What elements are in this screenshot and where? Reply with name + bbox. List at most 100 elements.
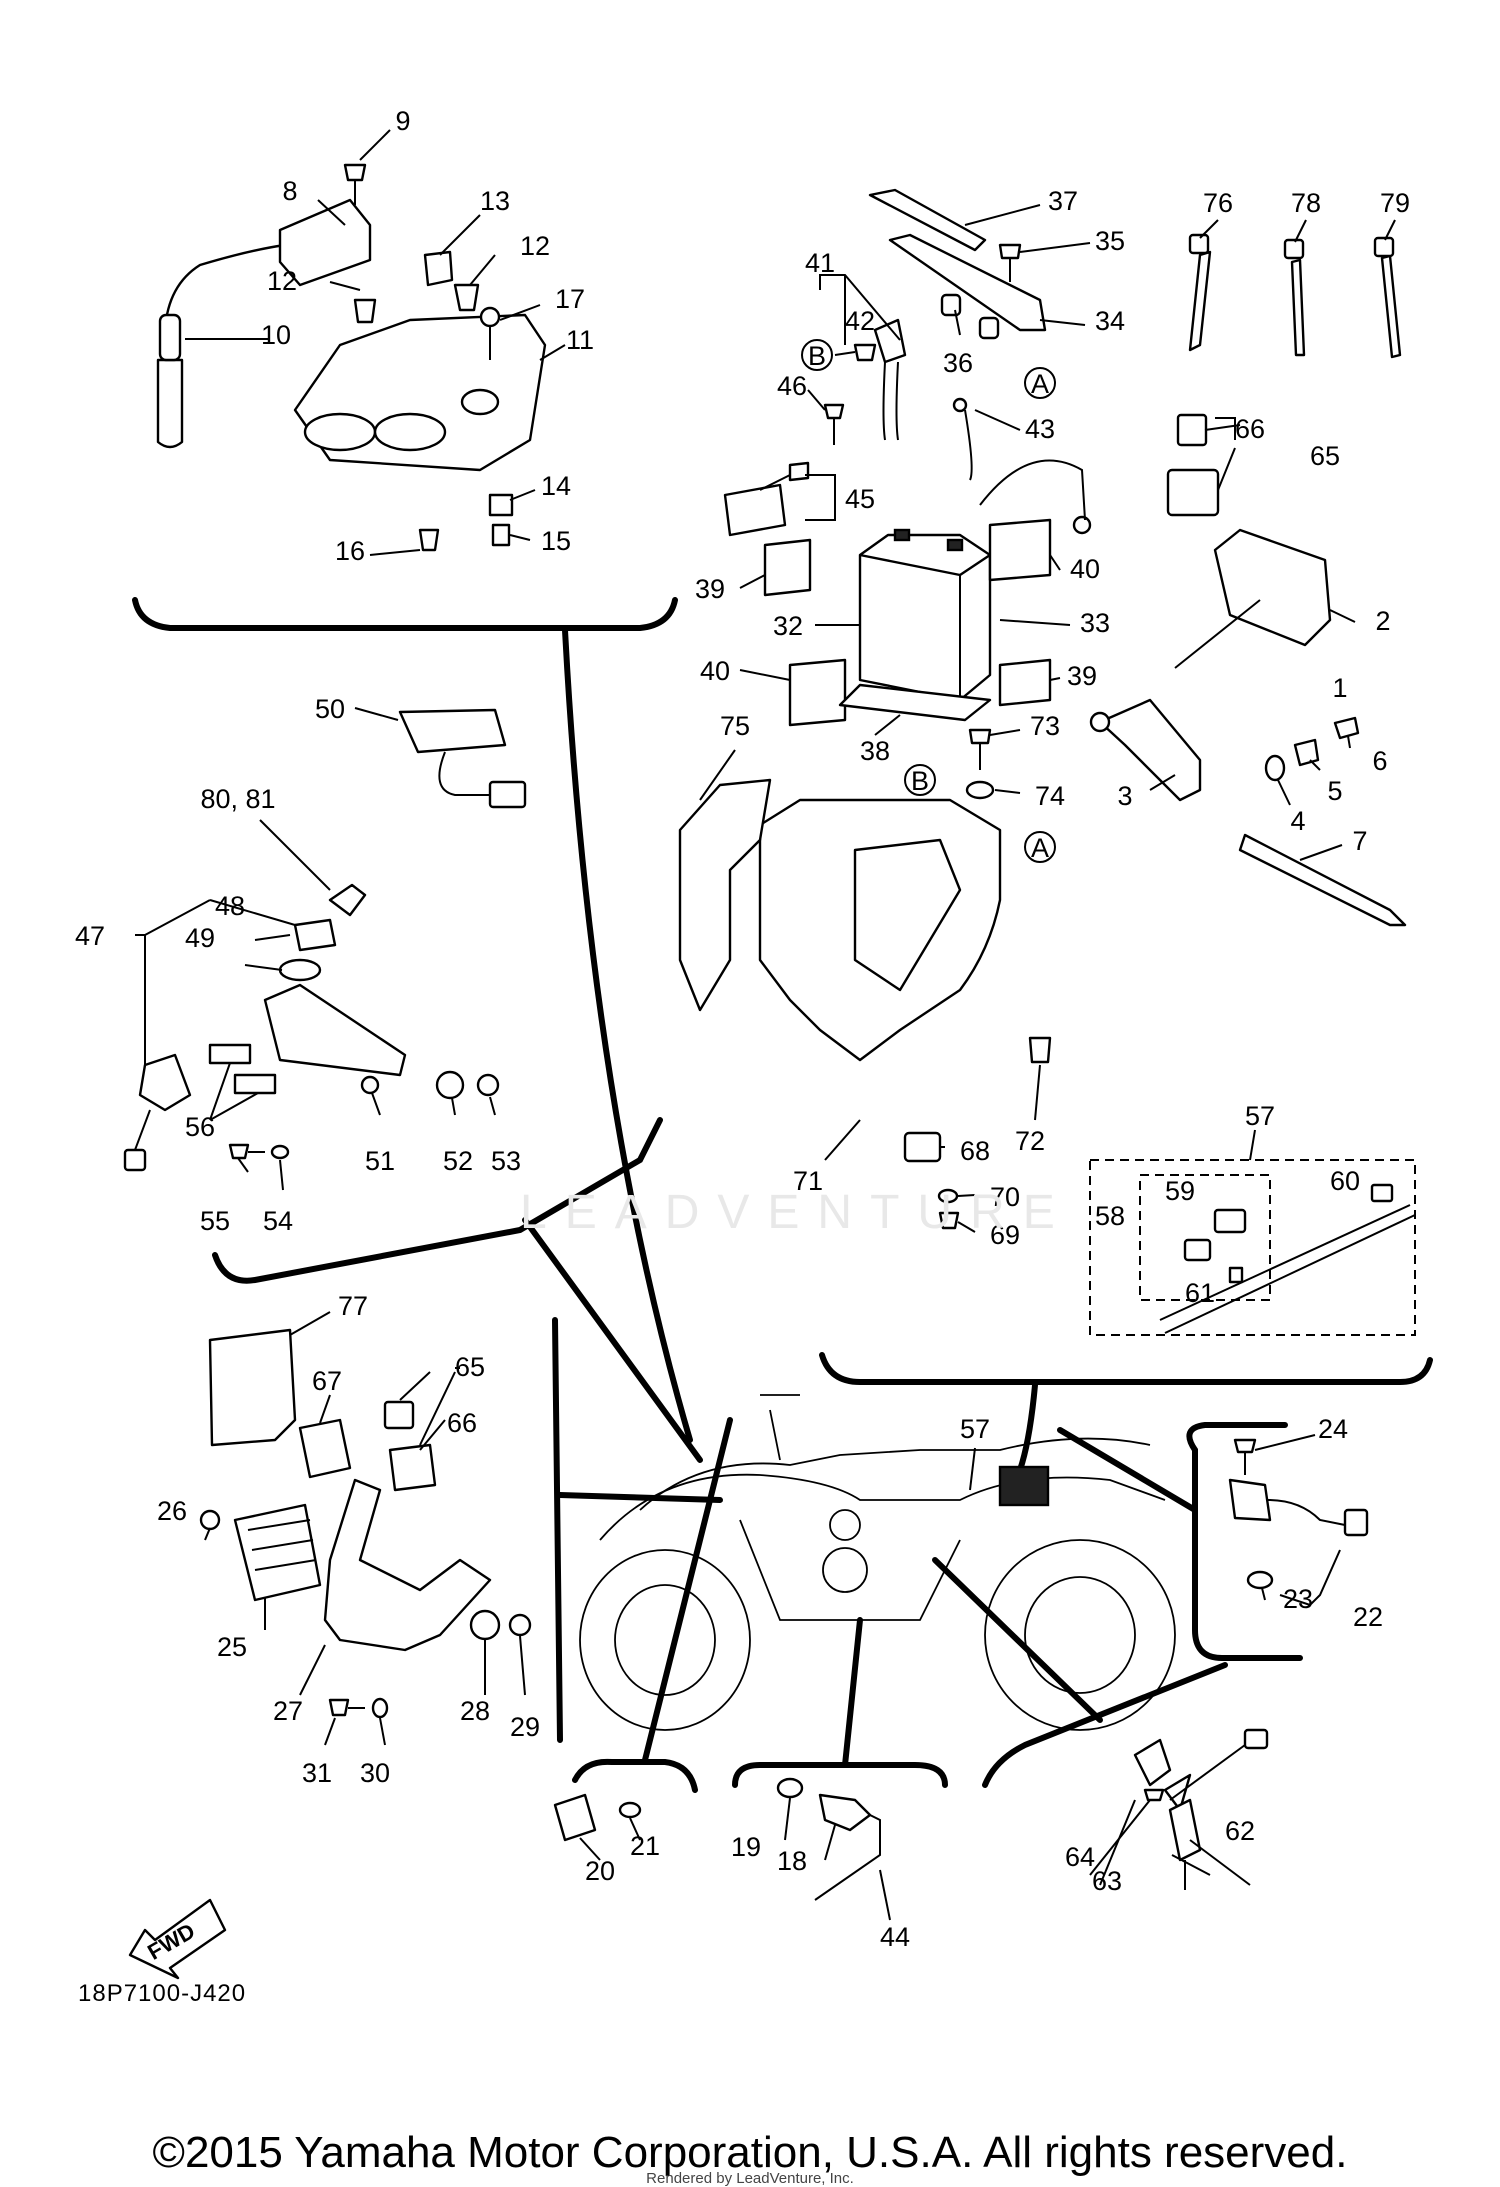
callout-76: 76 xyxy=(1203,188,1233,218)
callout-60: 60 xyxy=(1330,1166,1360,1196)
sensor-section-parts xyxy=(1228,1438,1369,1590)
callout-56: 56 xyxy=(185,1112,215,1142)
frame-switch-section xyxy=(212,1117,663,1284)
callout-30: 30 xyxy=(360,1758,390,1788)
cdi-unit-mark xyxy=(998,1465,1050,1507)
ref-marker-b-top xyxy=(801,339,833,371)
callout-65a: 65 xyxy=(1310,441,1340,471)
leader-battery-to-vehicle xyxy=(1017,1382,1038,1473)
battery-section-parts xyxy=(678,188,1407,1230)
callout-40a: 40 xyxy=(1070,554,1100,584)
callout-53: 53 xyxy=(491,1146,521,1176)
callout-17: 17 xyxy=(555,284,585,314)
callout-27: 27 xyxy=(273,1696,303,1726)
copyright-footer: ©2015 Yamaha Motor Corporation, U.S.A. A… xyxy=(152,2128,1348,2177)
callout-61: 61 xyxy=(1185,1278,1215,1308)
ref-marker-label-a2: A xyxy=(1031,833,1049,863)
callout-11: 11 xyxy=(566,325,594,355)
callout-3: 3 xyxy=(1117,781,1132,811)
leader-bottom-right xyxy=(932,1557,1103,1723)
callout-1: 1 xyxy=(1332,673,1347,703)
callout-75: 75 xyxy=(720,711,750,741)
regulator-section-parts xyxy=(199,1328,532,1719)
callout-79: 79 xyxy=(1380,188,1410,218)
rendered-by-note: Rendered by LeadVenture, Inc. xyxy=(646,2170,854,2187)
callout-32: 32 xyxy=(773,611,803,641)
callout-63: 63 xyxy=(1092,1866,1122,1896)
callout-26: 26 xyxy=(157,1496,187,1526)
callout-15: 15 xyxy=(541,526,571,556)
fwd-arrow xyxy=(128,1898,227,1980)
callout-69: 69 xyxy=(990,1220,1020,1250)
frame-bottom-left xyxy=(572,1758,698,1793)
callout-58: 58 xyxy=(1095,1201,1125,1231)
watermark: LEADVENTURE xyxy=(520,1186,1073,1239)
callout-18: 18 xyxy=(777,1846,807,1876)
callout-37: 37 xyxy=(1048,186,1078,216)
atv-outline xyxy=(579,1394,1176,1731)
callout-70: 70 xyxy=(990,1182,1020,1212)
bottom-parts xyxy=(128,1728,1269,1980)
callout-39a: 39 xyxy=(695,574,725,604)
callout-71: 71 xyxy=(793,1166,823,1196)
callout-57b: 57 xyxy=(960,1414,990,1444)
frame-ignition-section xyxy=(132,597,678,631)
frame-bottom-mid xyxy=(732,1762,948,1788)
callout-9: 9 xyxy=(395,106,410,136)
callout-44: 44 xyxy=(880,1922,910,1952)
callout-6: 6 xyxy=(1372,746,1387,776)
callout-10: 10 xyxy=(261,320,291,350)
callout-39b: 39 xyxy=(1067,661,1097,691)
callout-28: 28 xyxy=(460,1696,490,1726)
callout-13: 13 xyxy=(480,186,510,216)
callout-55: 55 xyxy=(200,1206,230,1236)
frame-sensor-right xyxy=(1186,1422,1288,1453)
callout-8: 8 xyxy=(282,176,297,206)
callout-52: 52 xyxy=(443,1146,473,1176)
frame-battery-section xyxy=(819,1352,1433,1385)
ref-marker-a-box xyxy=(1024,831,1056,863)
ref-marker-label-b1: B xyxy=(808,341,826,371)
callout-77: 77 xyxy=(338,1291,368,1321)
callout-12a: 12 xyxy=(267,266,297,296)
frame-sensor-right-bottom xyxy=(1192,1447,1303,1661)
callout-57a: 57 xyxy=(1245,1101,1275,1131)
callout-7: 7 xyxy=(1352,826,1367,856)
ref-marker-label-a1: A xyxy=(1031,369,1049,399)
callout-42: 42 xyxy=(845,306,875,336)
callout-24: 24 xyxy=(1318,1414,1348,1444)
callout-68: 68 xyxy=(960,1136,990,1166)
leader-ignition-to-vehicle xyxy=(562,627,693,1443)
callout-47: 47 xyxy=(75,921,105,951)
callout-74: 74 xyxy=(1035,781,1065,811)
ref-marker-a-top xyxy=(1024,367,1056,399)
leader-regulator-to-vehicle xyxy=(557,1492,723,1503)
callout-31: 31 xyxy=(302,1758,332,1788)
switch-section-parts xyxy=(123,708,527,1172)
callout-64: 64 xyxy=(1065,1842,1095,1872)
callout-33: 33 xyxy=(1080,608,1110,638)
callout-38: 38 xyxy=(860,736,890,766)
sub-harness-box xyxy=(1089,1159,1416,1336)
callout-73: 73 xyxy=(1030,711,1060,741)
callout-80-81: 80, 81 xyxy=(200,784,275,814)
callout-50: 50 xyxy=(315,694,345,724)
diagram-code: 18P7100-J420 xyxy=(78,1980,247,2007)
callout-23: 23 xyxy=(1283,1584,1313,1614)
ref-marker-label-b2: B xyxy=(911,766,929,796)
ref-marker-b-box xyxy=(904,764,936,796)
callout-65b: 65 xyxy=(455,1352,485,1382)
callout-21: 21 xyxy=(630,1831,660,1861)
callout-66a: 66 xyxy=(1235,414,1265,444)
callout-51: 51 xyxy=(365,1146,395,1176)
callout-14: 14 xyxy=(541,471,571,501)
callout-59: 59 xyxy=(1165,1176,1195,1206)
callout-62: 62 xyxy=(1225,1816,1255,1846)
leader-bottom-mid xyxy=(842,1617,863,1768)
callout-43: 43 xyxy=(1025,414,1055,444)
callout-16: 16 xyxy=(335,536,365,566)
callout-4: 4 xyxy=(1290,806,1305,836)
callout-67: 67 xyxy=(312,1366,342,1396)
leader-switch-to-vehicle xyxy=(522,1217,703,1463)
